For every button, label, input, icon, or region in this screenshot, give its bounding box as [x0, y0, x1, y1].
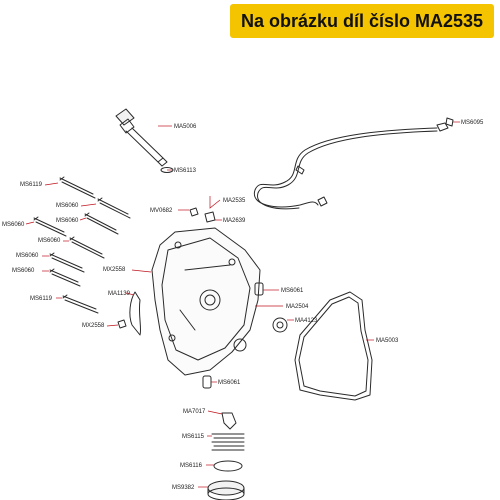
pin-part [254, 282, 264, 296]
label-ms6115: MS6115 [182, 434, 205, 440]
leader-lines [25, 121, 460, 488]
label-ma5006: MA5006 [174, 124, 197, 130]
cover-gasket-inner [298, 296, 369, 397]
clip-part [445, 117, 454, 127]
bolt-group [33, 176, 131, 314]
banner-text: Na obrázku díl číslo MA2535 [240, 10, 484, 31]
label-ms6060-3: MS6060 [2, 222, 25, 228]
label-ma4123: MA4123 [295, 318, 318, 324]
label-ms6060-2: MS6060 [56, 218, 79, 224]
label-ms6060-1: MS6060 [56, 203, 79, 209]
part-number-banner: Na obrázku díl číslo MA2535 [230, 4, 494, 38]
label-ma7017: MA7017 [183, 409, 206, 415]
label-mx2558-top: MX2558 [103, 267, 126, 273]
label-ms6061-bottom: MS6061 [218, 380, 241, 386]
washer-part [213, 460, 243, 472]
label-ms6119-bottom: MS6119 [30, 296, 53, 302]
label-ma2535: MA2535 [223, 198, 246, 204]
dipstick-part [115, 108, 168, 167]
label-ms9382: MS9382 [172, 485, 195, 491]
label-mx2558-bottom: MX2558 [82, 323, 105, 329]
gasket-strip-part [129, 291, 142, 336]
part-labels: MA5006 MS6113 MS6095 MS6119 MS6060 MS606… [2, 120, 484, 491]
label-ma1139: MA1139 [108, 291, 131, 297]
strainer-part [221, 412, 237, 430]
o-ring-part [160, 167, 174, 173]
label-mv0682: MV0682 [150, 208, 173, 214]
label-ms6060-4: MS6060 [38, 238, 61, 244]
label-ms6119-top: MS6119 [20, 182, 43, 188]
label-ms6060-6: MS6060 [12, 268, 35, 274]
valve-part [189, 207, 199, 217]
label-ma2639: MA2639 [223, 218, 246, 224]
cable-part [253, 122, 449, 210]
label-ms6061-top: MS6061 [281, 288, 304, 294]
label-ma5003: MA5003 [376, 338, 399, 344]
spring-part [211, 433, 245, 451]
label-ms6060-5: MS6060 [16, 253, 39, 259]
bracket-part [204, 211, 216, 223]
label-ms6113: MS6113 [174, 168, 197, 174]
drain-plug-part [207, 480, 245, 500]
cover-gasket-part [294, 291, 373, 401]
label-ms6095: MS6095 [461, 120, 484, 126]
screw-part [117, 319, 127, 329]
pin-part [202, 375, 212, 389]
label-ms6116: MS6116 [180, 463, 203, 469]
seal-part [272, 317, 288, 333]
crankcase-cover-part [151, 227, 261, 376]
label-ma2504: MA2504 [286, 304, 309, 310]
